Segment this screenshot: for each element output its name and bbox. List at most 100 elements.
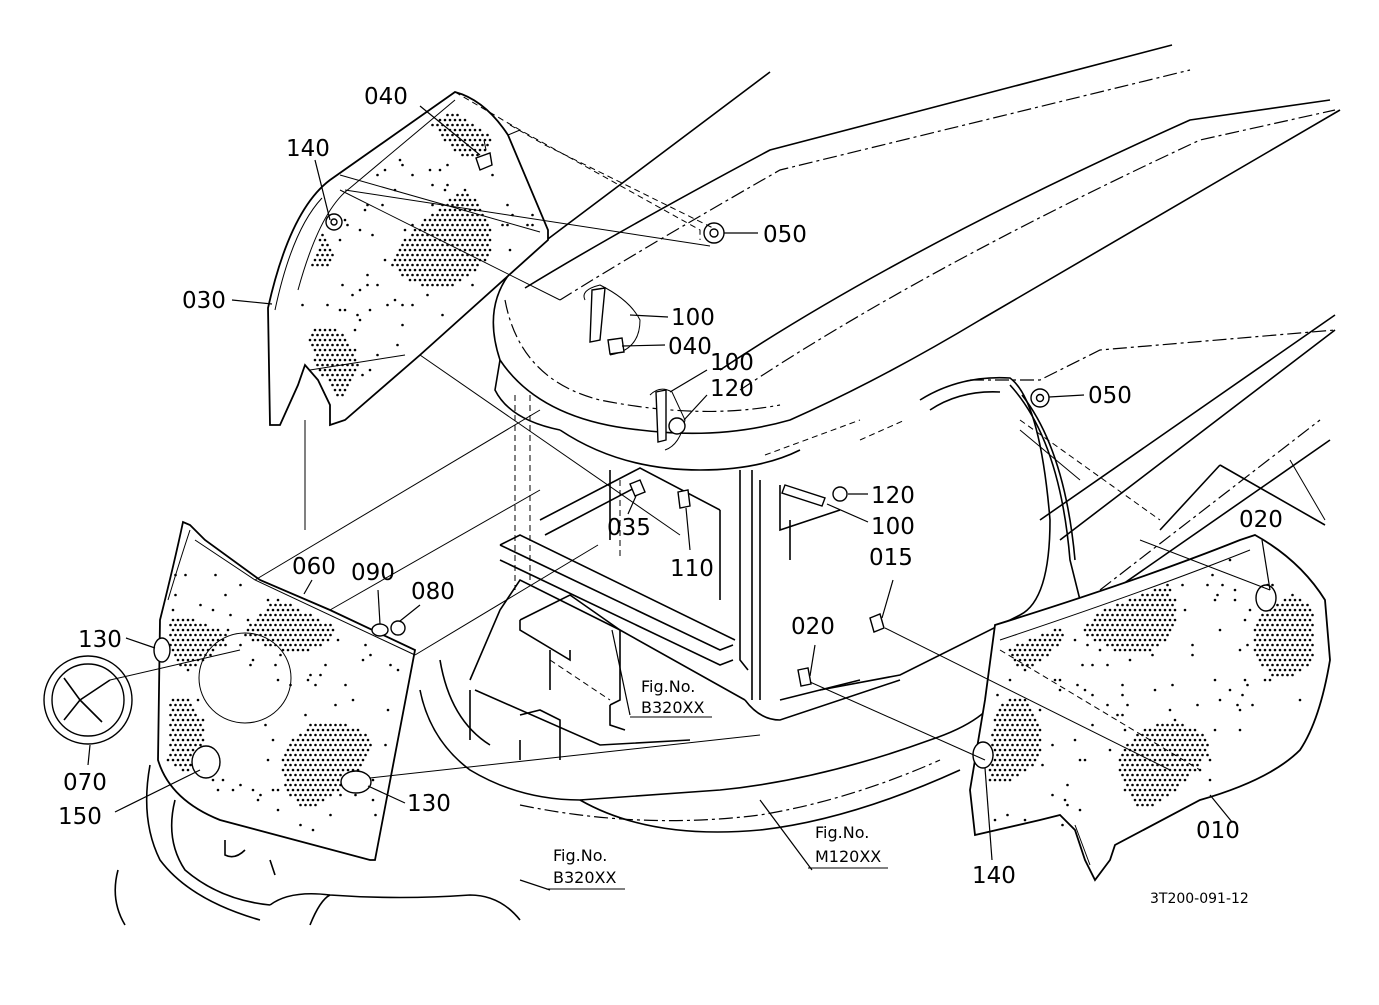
perforation-hole [334,783,337,787]
perforation-hole [1296,613,1299,617]
perforation-hole [319,793,322,797]
perforation-hole [998,738,1002,742]
perforation-hole [1146,803,1149,807]
perforation-hole [433,248,437,252]
perforation-hole [346,383,349,387]
perforation-hole [1026,733,1029,737]
perforation-hole [181,758,185,762]
perforation-hole [291,608,295,612]
perforation-front [166,573,400,832]
perforation-hole [1268,648,1272,652]
perforation-hole [471,143,474,147]
perforation-hole [1291,623,1294,627]
perforation-hole [1078,758,1082,762]
perforation-hole [1278,608,1282,612]
perforation-hole [1018,718,1022,722]
perforation-hole [1116,603,1119,607]
perforation-hole [216,638,220,642]
perforation-hole [1031,733,1034,737]
perforation-hole [1163,728,1167,732]
perforation-hole [441,133,444,137]
perforation-hole [304,633,307,637]
perforation-hole [176,658,180,662]
figure-ref-label: Fig.No. [815,823,869,842]
perforation-hole [181,728,185,732]
perforation-hole [1196,733,1199,737]
perforation-hole [296,618,300,622]
perforation-hole [1263,628,1267,632]
perforation-hole [1128,638,1132,642]
perforation-030 [301,113,534,397]
perforation-hole [329,783,332,787]
perforation-hole [266,628,270,632]
perforation-hole [1288,598,1292,602]
perforation-hole [408,238,412,242]
perforation-hole [456,143,459,147]
perforation-hole [446,213,449,217]
perforation-hole [1288,638,1292,642]
perforation-hole [1121,613,1124,617]
perforation-hole [488,248,492,252]
perforation-hole [328,358,332,362]
perforation-hole [239,643,242,647]
perforation-hole [184,623,187,627]
perforation-hole [1308,618,1312,622]
front-nose [114,764,521,926]
perforation-hole [266,598,270,602]
perforation-hole [411,233,414,237]
perforation-hole [1006,723,1009,727]
perforation-hole [423,218,427,222]
perforation-hole [1153,598,1157,602]
perforation-hole [351,293,354,297]
perforation-hole [1008,648,1012,652]
perforation-hole [1148,788,1152,792]
perforation-hole [1283,598,1287,602]
perforation-hole [1003,758,1007,762]
perforation-hole [184,573,187,577]
perforation-hole [369,653,372,657]
perforation-hole [314,733,317,737]
perforation-hole [211,638,215,642]
perforation-hole [291,628,295,632]
perforation-hole [1308,658,1312,662]
perforation-hole [1046,633,1049,637]
perforation-hole [269,643,272,647]
perforation-hole [184,763,187,767]
perforation-hole [1033,758,1037,762]
perforation-hole [294,763,297,767]
perforation-hole [289,753,292,757]
perforation-hole [279,653,282,657]
perforation-hole [181,658,185,662]
perforation-hole [1041,643,1044,647]
perforation-hole [296,628,300,632]
perforation-hole [323,368,327,372]
perforation-hole [1198,758,1202,762]
perforation-hole [1158,758,1162,762]
perforation-hole [331,253,334,257]
perforation-hole [998,708,1002,712]
perforation-hole [334,723,337,727]
perforation-hole [1203,748,1207,752]
perforation-hole [1001,743,1004,747]
perforation-hole [463,248,467,252]
perforation-hole [259,623,262,627]
perforation-hole [423,238,427,242]
perforation-hole [1081,663,1084,667]
perforation-hole [1176,743,1179,747]
perforation-hole [186,618,190,622]
perforation-hole [191,648,195,652]
perforation-hole [1191,653,1194,657]
perforation-hole [301,748,305,752]
perforation-hole [461,223,464,227]
perforation-hole [446,223,449,227]
perforation-hole [191,718,195,722]
perforation-hole [276,618,280,622]
perforation-hole [171,648,175,652]
perforation-hole [993,768,997,772]
perforation-hole [1273,668,1277,672]
figure-ref-number: B320XX [641,698,704,717]
perforation-hole [1186,763,1189,767]
perforation-hole [1248,608,1252,612]
perforation-hole [416,263,419,267]
perforation-hole [1116,713,1119,717]
